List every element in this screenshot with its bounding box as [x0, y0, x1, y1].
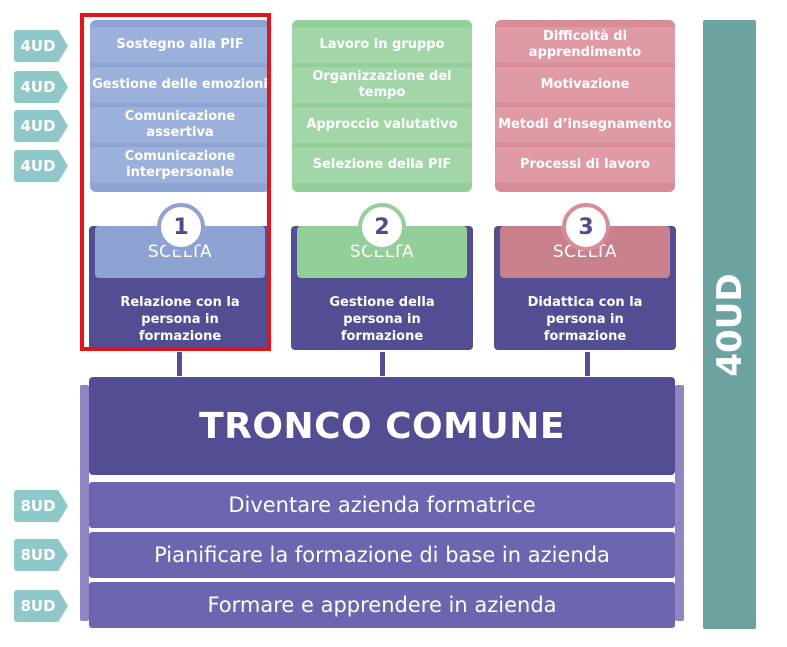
topic-item: Gestione delle emozioni — [90, 67, 270, 103]
connector — [585, 352, 590, 376]
connector — [380, 352, 385, 376]
module-1-number: 1 — [157, 203, 205, 251]
topic-item: Sostegno alla PIF — [90, 27, 270, 63]
ud-tag: 8UD — [14, 590, 68, 622]
topic-item: Metodi d’insegnamento — [495, 107, 675, 143]
module-2-topic-panel: Lavoro in gruppo Organizzazione del temp… — [292, 20, 472, 192]
ud-tag: 4UD — [14, 71, 68, 103]
module-2-name: Gestione della persona in formazione — [329, 295, 435, 344]
ud-tag: 8UD — [14, 490, 68, 522]
module-3-number: 3 — [562, 203, 610, 251]
topic-item: Organizzazione del tempo — [292, 67, 472, 103]
module-3-name: Didattica con la persona in formazione — [527, 295, 643, 344]
ud-tag: 8UD — [14, 539, 68, 571]
course-bar: Formare e apprendere in azienda — [89, 582, 675, 628]
ud-tag: 4UD — [14, 150, 68, 182]
course-bar: Diventare azienda formatrice — [89, 482, 675, 528]
ud-tag: 4UD — [14, 30, 68, 62]
module-1-topic-panel: Sostegno alla PIF Gestione delle emozion… — [90, 20, 270, 192]
topic-item: Motivazione — [495, 67, 675, 103]
module-3-topic-panel: Difficoltà di apprendimento Motivazione … — [495, 20, 675, 192]
topic-item: Selezione della PIF — [292, 147, 472, 183]
trunk-title: TRONCO COMUNE — [89, 377, 675, 475]
ud-tag: 4UD — [14, 110, 68, 142]
trunk-side-bar — [80, 385, 89, 621]
topic-item: Difficoltà di apprendimento — [495, 27, 675, 63]
trunk-side-bar — [675, 385, 684, 621]
course-bar: Pianificare la formazione di base in azi… — [89, 532, 675, 578]
topic-item: Approccio valutativo — [292, 107, 472, 143]
topic-item: Processi di lavoro — [495, 147, 675, 183]
module-2-number: 2 — [358, 203, 406, 251]
total-bar: 40UD — [703, 20, 756, 629]
topic-item: Comunicazione interpersonale — [90, 147, 270, 183]
module-1-name: Relazione con la persona in formazione — [120, 295, 240, 344]
connector — [177, 352, 182, 376]
topic-item: Lavoro in gruppo — [292, 27, 472, 63]
topic-item: Comunicazione assertiva — [90, 107, 270, 143]
total-label: 40UD — [709, 272, 750, 377]
